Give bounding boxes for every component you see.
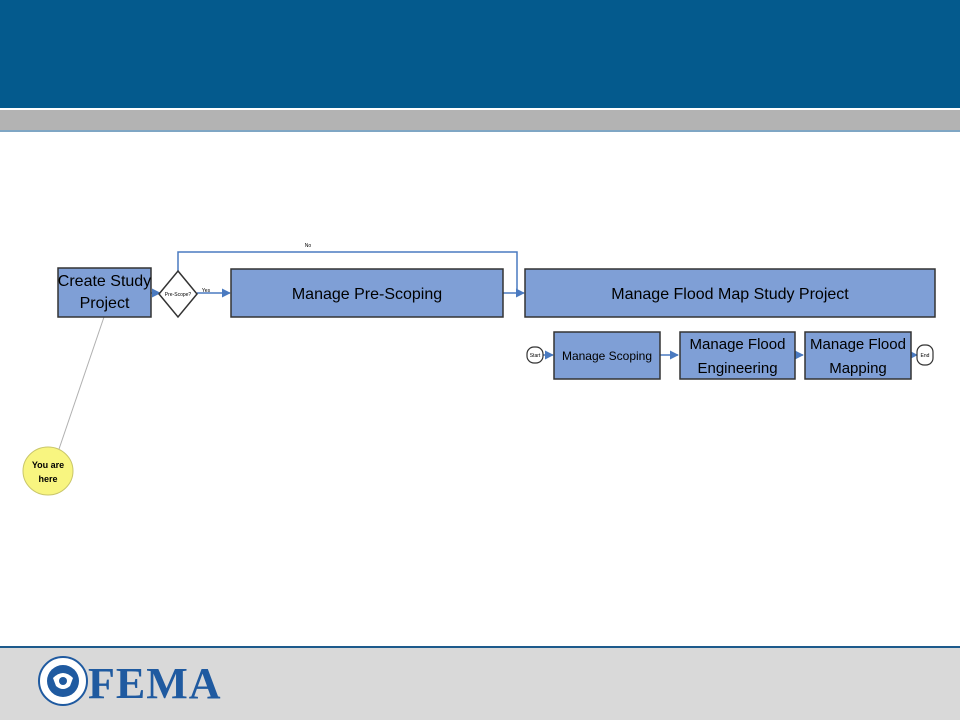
header-gray-band xyxy=(0,110,960,130)
callout-pointer-line xyxy=(57,316,105,453)
yes-label: Yes xyxy=(202,288,211,294)
header-bar xyxy=(0,0,960,108)
manage-scoping-box xyxy=(553,331,661,380)
manage-scoping-label: Manage Scoping xyxy=(562,349,652,363)
fema-logo-text: FEMA xyxy=(88,659,222,708)
start-terminator xyxy=(526,346,544,364)
create-study-project-label-line1: Create Study xyxy=(58,273,151,290)
you-are-here-label-line1: You are xyxy=(32,460,64,470)
you-are-here-callout xyxy=(22,446,74,496)
end-label: End xyxy=(921,353,930,359)
manage-flood-map-study-project-box xyxy=(524,268,936,318)
manage-flood-engineering-box xyxy=(679,331,796,380)
footer-bar xyxy=(0,646,960,720)
no-label: No xyxy=(305,243,312,249)
you-are-here-label-line2: here xyxy=(38,474,57,484)
manage-flood-engineering-label-line2: Engineering xyxy=(697,360,777,377)
manage-flood-map-study-project-label: Manage Flood Map Study Project xyxy=(611,286,849,303)
manage-flood-engineering-label-line1: Manage Flood xyxy=(690,336,786,353)
start-label: Start xyxy=(530,353,541,359)
create-study-project-label-line2: Project xyxy=(80,295,130,312)
manage-flood-mapping-label-line2: Mapping xyxy=(829,360,887,377)
pre-scope-decision-diamond xyxy=(158,269,198,319)
manage-pre-scoping-box xyxy=(230,268,504,318)
end-terminator xyxy=(916,344,934,366)
header-divider xyxy=(0,108,960,110)
fema-logo: FEMA xyxy=(34,656,234,712)
manage-flood-mapping-label-line1: Manage Flood xyxy=(810,336,906,353)
create-study-project-box xyxy=(57,267,152,318)
manage-pre-scoping-label: Manage Pre-Scoping xyxy=(292,286,442,303)
dhs-seal-icon xyxy=(38,656,88,706)
pre-scope-decision-label: Pre-Scope? xyxy=(165,292,192,298)
manage-flood-mapping-box xyxy=(804,331,912,380)
connector-no-path xyxy=(177,251,518,293)
band-divider xyxy=(0,130,960,132)
